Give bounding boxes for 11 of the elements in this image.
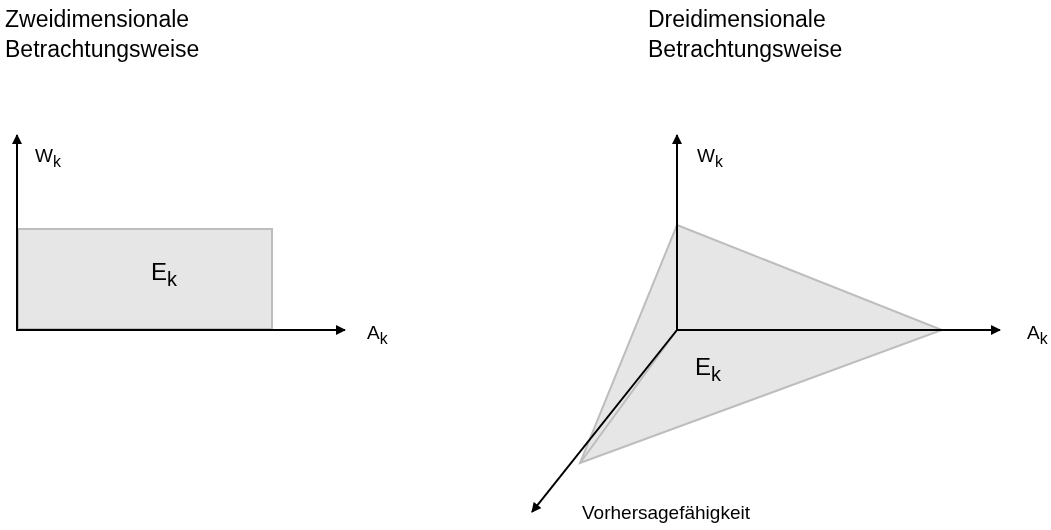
axis-label: W$_{k}$ xyxy=(35,145,61,171)
panel-title: Zweidimensionale Betrachtungsweise xyxy=(5,5,201,64)
axis-label: W$_{k}$ xyxy=(697,145,723,171)
axis-label: A$_{k}$ xyxy=(367,322,388,348)
area-label: E$_{k}$ xyxy=(695,353,721,386)
axis-label: A$_{k}$ xyxy=(1027,322,1048,348)
axis-label: Vorhersagefähigkeit xyxy=(582,502,750,524)
area-label: E$_{k}$ xyxy=(151,258,177,291)
shaded-pyramid xyxy=(578,223,944,465)
panel-title: Dreidimensionale Betrachtungsweise xyxy=(648,5,844,64)
shaded-area xyxy=(17,228,273,330)
